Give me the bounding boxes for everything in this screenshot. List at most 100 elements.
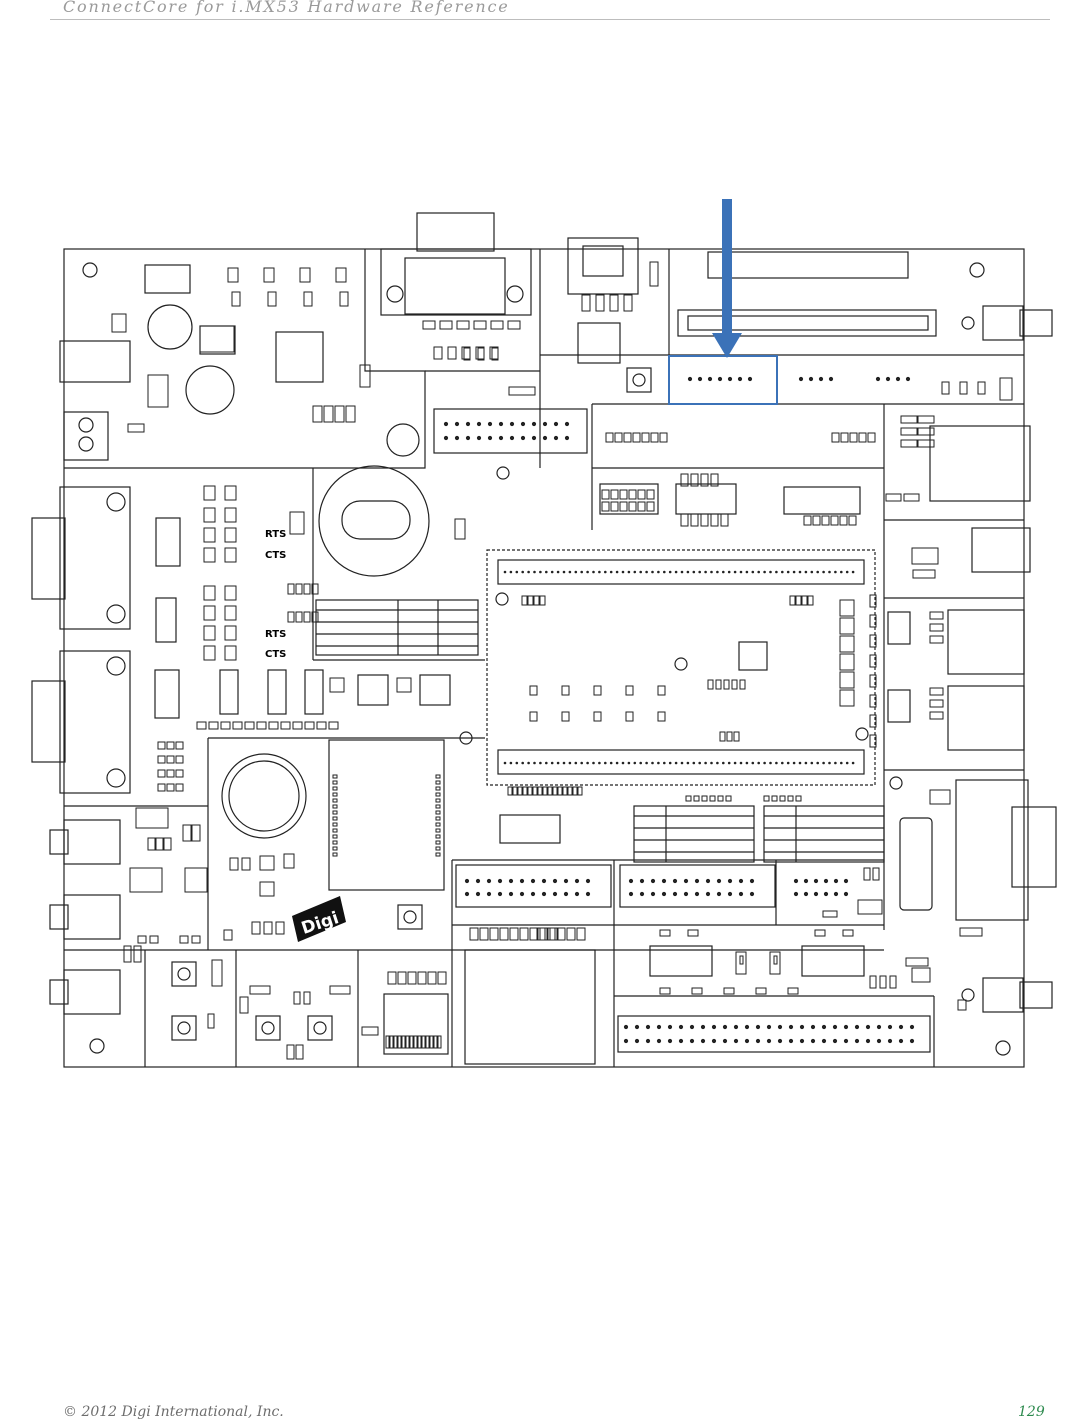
- pad: [264, 922, 272, 934]
- pad: [362, 1027, 378, 1035]
- pad: [333, 787, 337, 790]
- pin: [805, 571, 807, 573]
- pad: [602, 502, 609, 511]
- pin: [844, 1039, 847, 1042]
- label-rts-2: RTS: [265, 629, 286, 640]
- pin: [793, 571, 795, 573]
- pin: [542, 879, 545, 882]
- pad: [702, 796, 707, 801]
- label-rts-1: RTS: [265, 529, 286, 540]
- pad: [386, 1036, 389, 1048]
- pin: [622, 762, 624, 764]
- pin: [745, 1039, 748, 1042]
- pin: [699, 571, 701, 573]
- pin: [587, 571, 589, 573]
- pad: [158, 756, 165, 763]
- pad: [568, 787, 572, 795]
- pin: [782, 762, 784, 764]
- pad: [230, 858, 238, 870]
- pad: [333, 853, 337, 856]
- pad: [870, 695, 876, 707]
- pin: [877, 1025, 880, 1028]
- pad: [430, 1036, 433, 1048]
- pad: [660, 930, 670, 936]
- pin: [834, 879, 837, 882]
- page-number: 129: [1018, 1404, 1045, 1420]
- pad: [436, 817, 440, 820]
- pad: [225, 646, 236, 660]
- pin: [823, 571, 825, 573]
- pad: [462, 347, 470, 359]
- pad: [840, 654, 854, 670]
- pad: [333, 805, 337, 808]
- pad: [796, 796, 801, 801]
- pin: [657, 1039, 660, 1042]
- pin: [487, 879, 490, 882]
- pin: [899, 1039, 902, 1042]
- pad: [158, 770, 165, 777]
- pin: [646, 762, 648, 764]
- pin: [776, 762, 778, 764]
- pad: [436, 775, 440, 778]
- pad: [225, 586, 236, 600]
- pin: [844, 879, 847, 882]
- pad: [491, 321, 503, 329]
- pad: [918, 416, 934, 423]
- pad: [436, 835, 440, 838]
- pad: [470, 928, 478, 940]
- pin: [705, 571, 707, 573]
- pad: [340, 292, 348, 306]
- pin: [712, 1025, 715, 1028]
- pad: [594, 712, 601, 721]
- pad: [156, 838, 163, 850]
- pad: [523, 787, 527, 795]
- pin: [498, 879, 501, 882]
- pad: [333, 799, 337, 802]
- pad: [930, 712, 943, 719]
- pad: [455, 519, 465, 539]
- pad: [708, 680, 713, 689]
- pin: [565, 436, 568, 439]
- pin: [522, 762, 524, 764]
- pin: [564, 879, 567, 882]
- pad: [658, 712, 665, 721]
- pin: [593, 571, 595, 573]
- pad: [562, 712, 569, 721]
- pin: [662, 892, 665, 895]
- pin: [522, 571, 524, 573]
- pin: [593, 762, 595, 764]
- pin: [669, 762, 671, 764]
- pin: [756, 1025, 759, 1028]
- pin: [705, 762, 707, 764]
- pad: [602, 490, 609, 499]
- pin: [740, 571, 742, 573]
- pad: [167, 770, 174, 777]
- pin: [728, 892, 731, 895]
- pin: [745, 1025, 748, 1028]
- pin: [787, 762, 789, 764]
- pin: [599, 762, 601, 764]
- pad: [304, 584, 310, 594]
- pad: [304, 612, 310, 622]
- pad: [930, 790, 950, 804]
- pad: [642, 433, 649, 442]
- pad: [490, 347, 498, 359]
- pin: [877, 1039, 880, 1042]
- pad: [620, 502, 627, 511]
- pad: [414, 1036, 417, 1048]
- pad: [772, 796, 777, 801]
- pad: [480, 928, 488, 940]
- pin: [799, 377, 802, 380]
- pad: [260, 882, 274, 896]
- pin: [690, 1039, 693, 1042]
- pin: [746, 762, 748, 764]
- pin: [888, 1039, 891, 1042]
- pad: [528, 787, 532, 795]
- pad: [500, 928, 508, 940]
- pad: [176, 784, 183, 791]
- pin: [886, 377, 889, 380]
- pad: [148, 838, 155, 850]
- pad: [287, 1045, 294, 1059]
- pad: [508, 321, 520, 329]
- pad: [930, 688, 943, 695]
